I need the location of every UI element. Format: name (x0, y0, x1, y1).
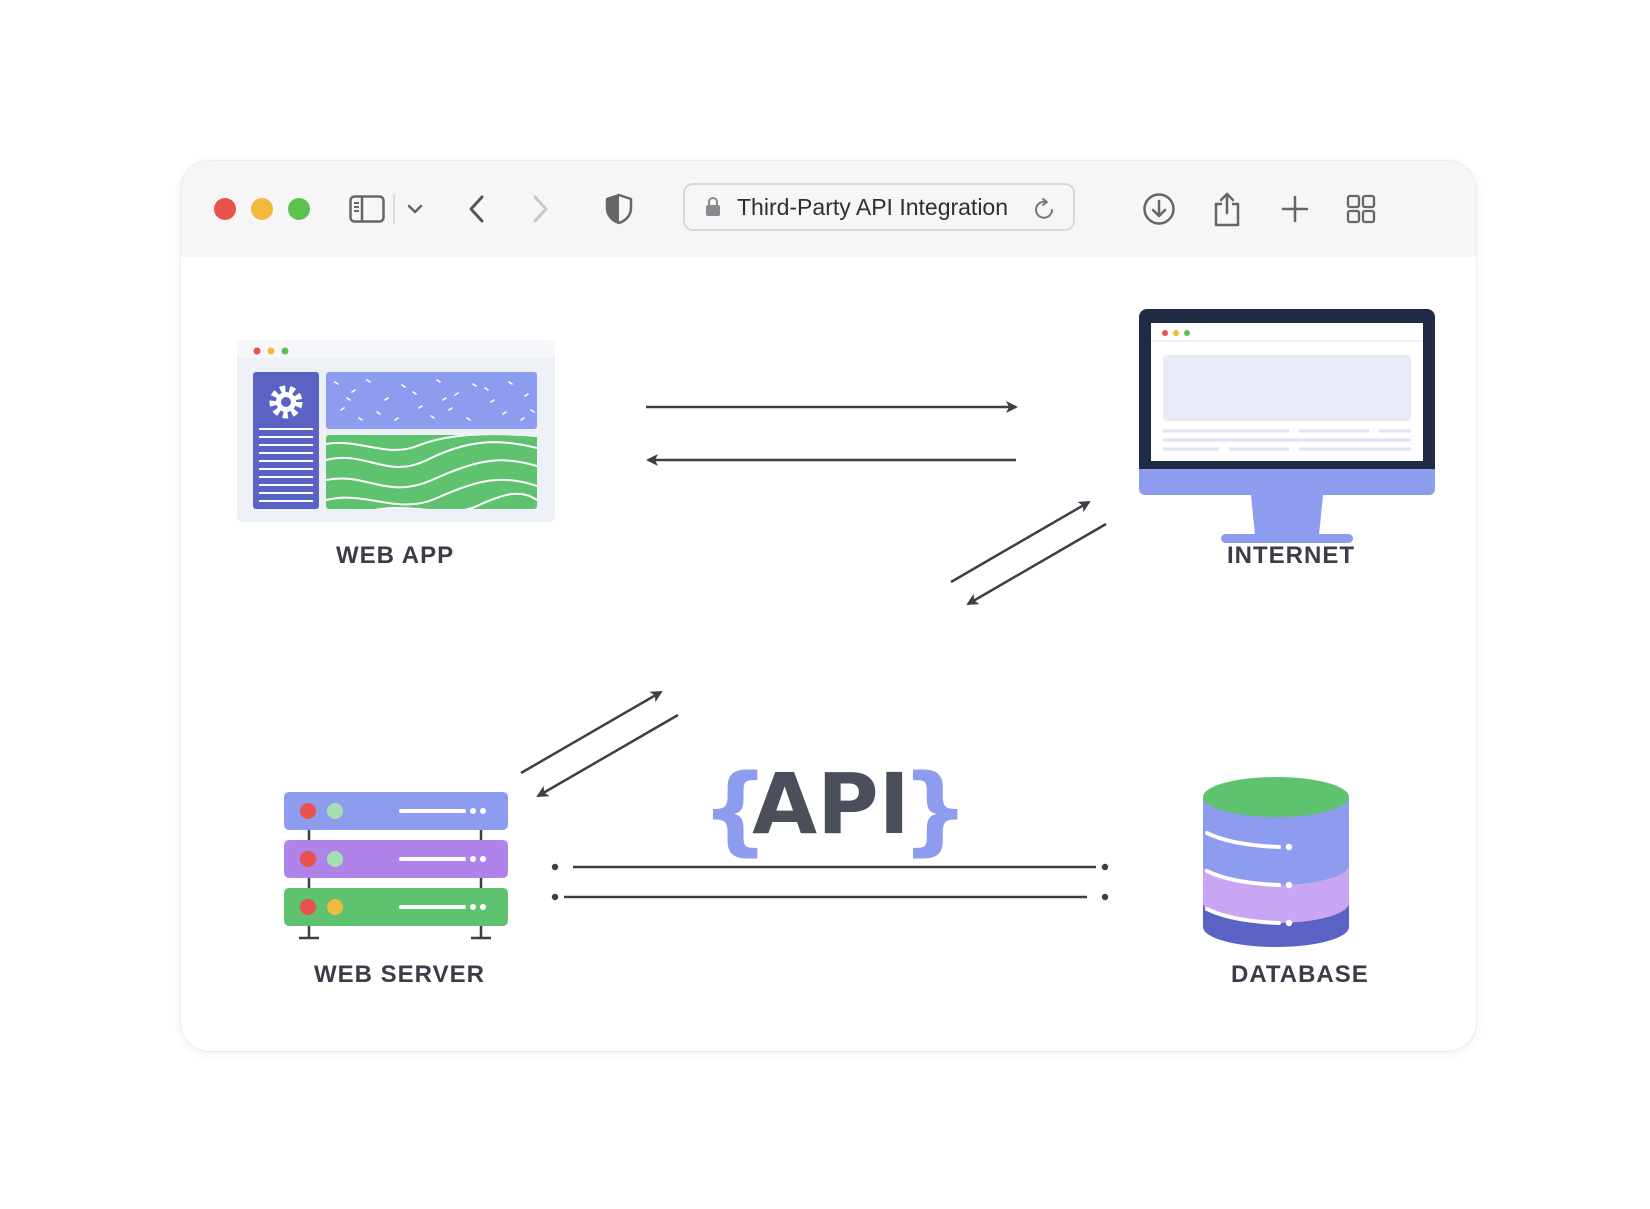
reload-icon[interactable] (1033, 197, 1057, 221)
browser-window: Third-Party API Integration (180, 160, 1477, 1052)
database-icon (1203, 777, 1349, 947)
diagram-canvas: { API } WEB APP INTERNET WEB SERVER DATA… (181, 257, 1476, 1051)
download-icon[interactable] (1141, 161, 1177, 257)
internet-monitor-icon (1139, 309, 1435, 543)
label-web-app: WEB APP (336, 542, 455, 569)
arrow-api-to-server (536, 713, 679, 798)
label-database: DATABASE (1231, 961, 1369, 988)
lock-icon (706, 197, 720, 216)
shield-icon[interactable] (601, 161, 637, 257)
back-icon[interactable] (461, 161, 491, 257)
share-icon[interactable] (1209, 161, 1245, 257)
api-brace-close: } (901, 754, 970, 866)
api-brace-open: { (701, 754, 770, 866)
toolbar-divider (393, 161, 395, 257)
label-internet: INTERNET (1227, 542, 1355, 569)
address-bar-title: Third-Party API Integration (737, 194, 1009, 220)
minimize-window-button[interactable] (251, 198, 273, 220)
arrow-server-to-api (520, 690, 663, 775)
plus-icon[interactable] (1277, 161, 1313, 257)
address-bar[interactable]: Third-Party API Integration (683, 183, 1075, 231)
api-title: API (752, 755, 910, 853)
chevron-down-icon[interactable] (403, 161, 427, 257)
arrow-api-to-internet (950, 500, 1091, 584)
forward-icon[interactable] (526, 161, 556, 257)
maximize-window-button[interactable] (288, 198, 310, 220)
sidebar-icon[interactable] (347, 161, 387, 257)
web-server-icon (284, 792, 508, 940)
close-window-button[interactable] (214, 198, 236, 220)
web-app-icon (237, 340, 555, 522)
arrow-internet-to-api (966, 522, 1107, 606)
connector-arrows (520, 401, 1109, 901)
label-web-server: WEB SERVER (314, 961, 485, 988)
tabs-grid-icon[interactable] (1343, 161, 1379, 257)
browser-toolbar: Third-Party API Integration (181, 161, 1476, 257)
